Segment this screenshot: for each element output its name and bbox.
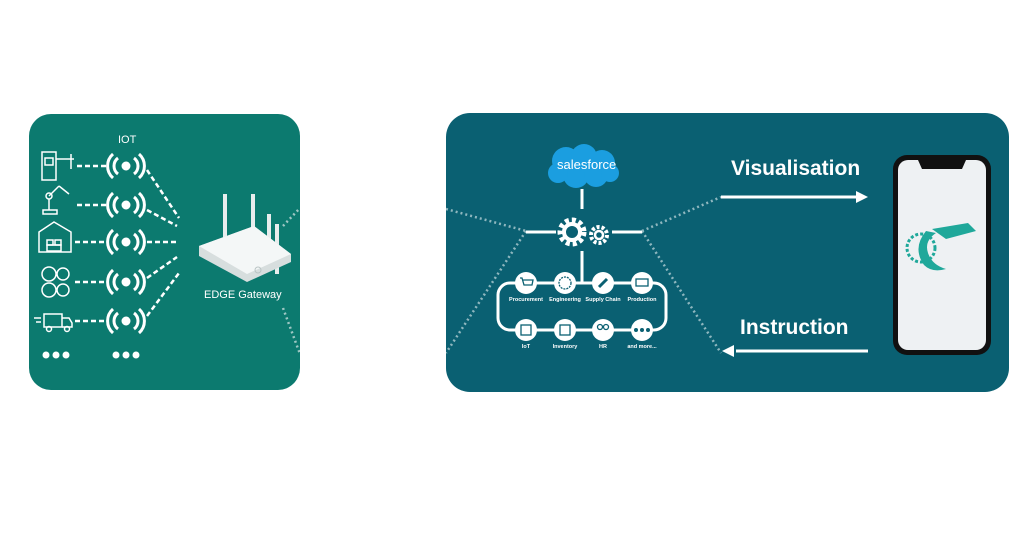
iot-diagram-graphics xyxy=(34,151,300,359)
more-dots-icon xyxy=(634,328,650,332)
visualisation-label: Visualisation xyxy=(731,157,861,180)
module-label: Procurement xyxy=(509,297,543,303)
salesforce-label: salesforce xyxy=(557,157,617,172)
delivery-truck-icon xyxy=(34,313,73,333)
instruction-arrow xyxy=(722,345,868,357)
edge-gateway-label: EDGE Gateway xyxy=(204,289,282,301)
more-dots-icon xyxy=(42,351,140,359)
shopping-cart-icon xyxy=(520,277,534,286)
engineering-node xyxy=(554,272,576,294)
wifi-icon xyxy=(106,228,146,256)
inventory-node xyxy=(554,319,576,341)
wifi-icon xyxy=(106,268,146,296)
device-links xyxy=(75,164,109,323)
production-line-icon xyxy=(635,278,649,287)
uplink-lines xyxy=(281,207,300,355)
edge-gateway-router-icon xyxy=(199,194,291,282)
people-icon xyxy=(596,323,604,331)
module-label: HR xyxy=(599,344,607,350)
iot-node xyxy=(515,319,537,341)
smartphone-icon xyxy=(893,155,991,355)
inventory-icon xyxy=(559,324,571,336)
salesforce-cloud-icon xyxy=(548,144,619,188)
iot-edge-panel: IOT EDGE Gateway xyxy=(29,114,300,390)
production-node xyxy=(631,272,653,294)
gear-outline-icon xyxy=(558,276,572,290)
crocodile-gear-logo-icon xyxy=(905,223,976,271)
gateway-links xyxy=(145,169,181,317)
visualisation-arrow xyxy=(721,191,868,203)
hr-node xyxy=(592,319,614,341)
cnc-machine-icon xyxy=(41,151,74,181)
module-label: Inventory xyxy=(552,344,578,350)
wifi-icon xyxy=(106,152,146,180)
module-label: IoT xyxy=(521,344,531,350)
instruction-label: Instruction xyxy=(740,316,849,339)
cloud-diagram-graphics xyxy=(446,144,991,357)
wifi-icon xyxy=(106,307,146,335)
chain-link-icon xyxy=(597,277,609,289)
procurement-node xyxy=(515,272,537,294)
module-label: and more... xyxy=(627,344,657,350)
salesforce-mobile-panel: salesforce Visualisation Instruction Pro… xyxy=(446,113,1009,392)
warehouse-icon xyxy=(38,221,72,253)
module-label: Engineering xyxy=(549,297,581,303)
module-glyphs xyxy=(520,276,649,336)
wifi-icon xyxy=(106,191,146,219)
iot-chip-icon xyxy=(520,324,532,336)
module-label: Supply Chain xyxy=(585,297,621,303)
energy-utilities-icon xyxy=(41,266,70,298)
iot-label: IOT xyxy=(118,134,137,146)
hub-connectors xyxy=(496,189,668,332)
wifi-signals xyxy=(106,152,146,335)
module-label: Production xyxy=(627,297,657,303)
dotted-connectors xyxy=(446,195,723,354)
robot-arm-icon xyxy=(42,185,70,215)
gears-icon xyxy=(557,217,609,247)
